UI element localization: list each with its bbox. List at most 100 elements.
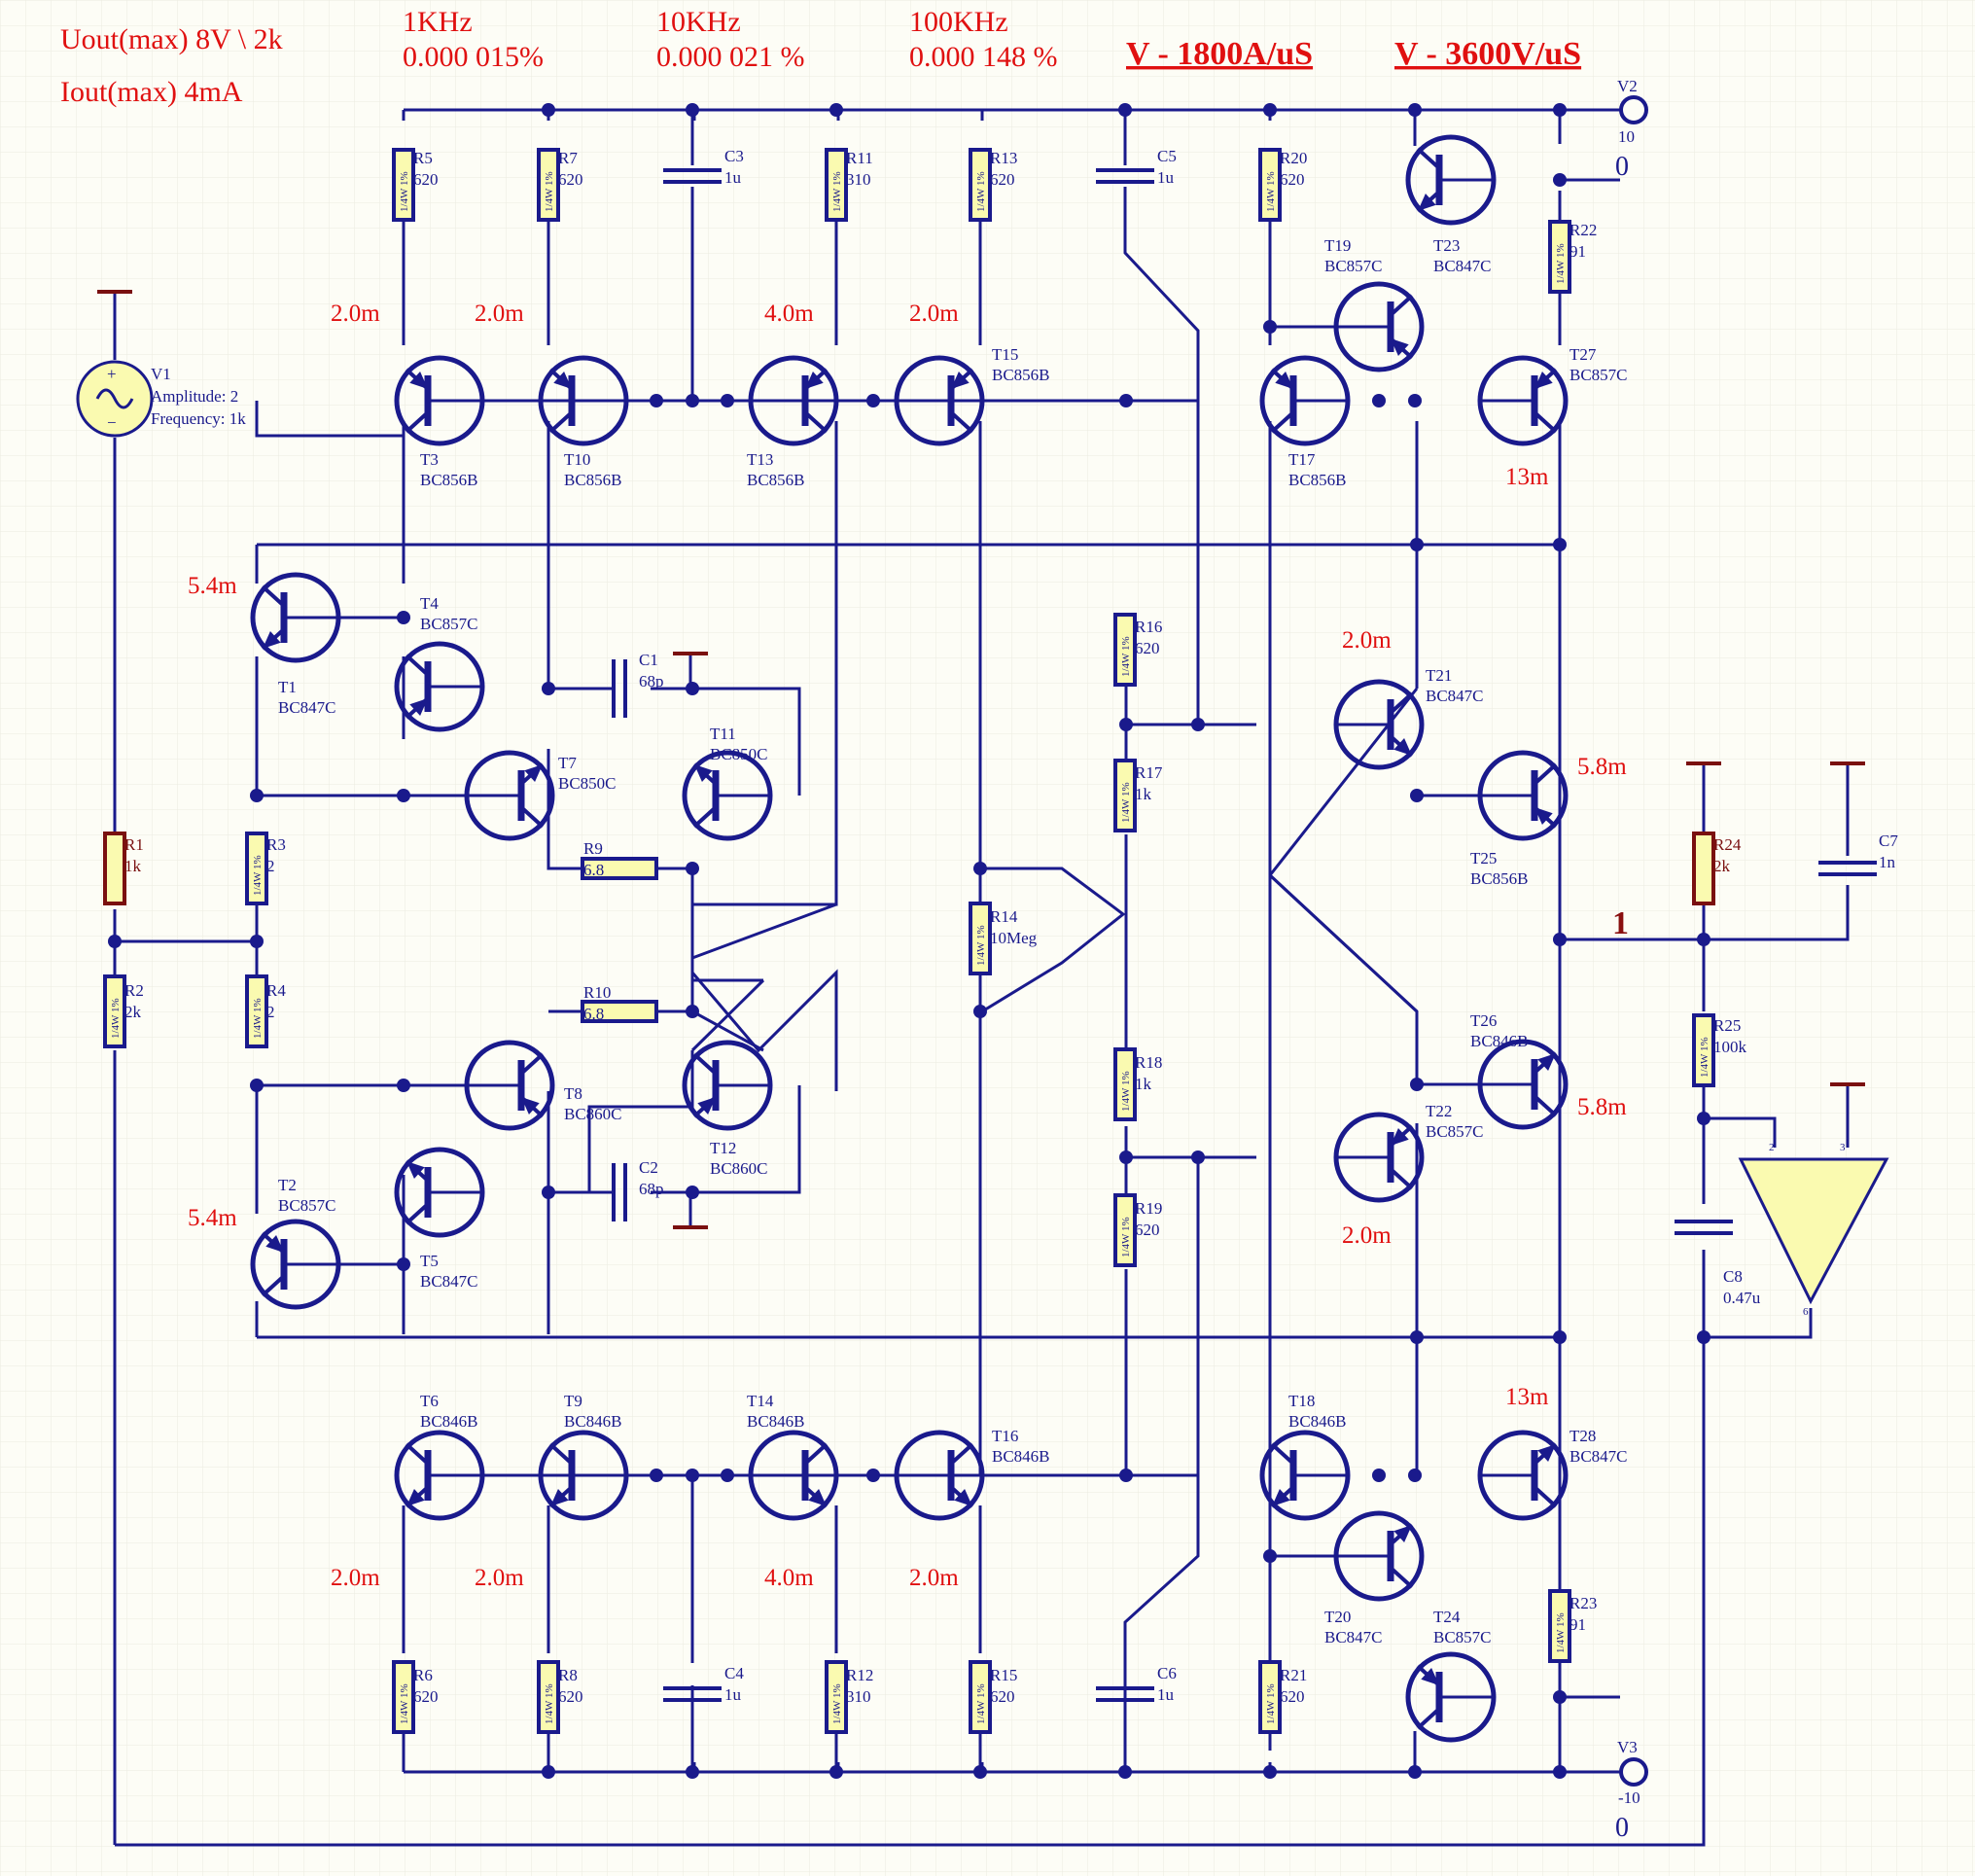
rail-v2: V2 10 0 — [1615, 77, 1638, 182]
resistor-value: 1k — [124, 857, 142, 875]
resistor-value: 2 — [266, 857, 275, 875]
wire — [981, 867, 1126, 1013]
spec-block: Uout(max) 8V \ 2k Iout(max) 4mA — [60, 23, 283, 108]
resistor-id: R24 — [1713, 835, 1742, 854]
resistor-value: 620 — [558, 1687, 583, 1706]
wire — [1560, 885, 1850, 941]
resistor-r4: 1/4W 1%R42 — [245, 974, 286, 1048]
transistor-id: T16 — [992, 1427, 1018, 1445]
transistor-type: BC847C — [1324, 1628, 1383, 1646]
transistor-id: T4 — [420, 594, 439, 613]
resistor-value: 2k — [124, 1003, 142, 1021]
source-amplitude: Amplitude: 2 — [151, 387, 238, 406]
current-t25: 5.8m — [1577, 754, 1627, 780]
junction-dot — [1408, 103, 1422, 117]
transistor-type: BC846B — [1470, 1032, 1529, 1050]
wire — [1123, 1155, 1200, 1682]
junction-dot — [1119, 394, 1133, 407]
resistor-value: 6.8 — [583, 861, 604, 879]
transistor-type: BC847C — [1426, 687, 1484, 705]
transistor-type: BC847C — [278, 698, 336, 717]
transistor-id: T17 — [1288, 450, 1316, 469]
transistor-type: BC857C — [278, 1196, 336, 1215]
junction-dot — [686, 1765, 699, 1779]
resistor-power-tag: 1/4W 1% — [399, 171, 410, 212]
resistor-power-tag: 1/4W 1% — [1120, 782, 1132, 823]
junction-dot — [1697, 1330, 1710, 1344]
transistor-id: T15 — [992, 345, 1018, 364]
rail-v3-value: -10 — [1618, 1788, 1640, 1807]
junction-dot — [397, 611, 410, 624]
transistor-id: T18 — [1288, 1392, 1315, 1410]
opamp-pin-3: 3 — [1840, 1142, 1846, 1153]
resistor-id: R18 — [1135, 1053, 1162, 1072]
junction-dot — [686, 103, 699, 117]
junction-dot — [829, 103, 843, 117]
junction-dot — [1553, 1765, 1567, 1779]
resistor-power-tag: 1/4W 1% — [1120, 636, 1132, 677]
transistor-type: BC846B — [1288, 1412, 1347, 1431]
resistor-value: 2k — [1713, 857, 1731, 875]
resistor-power-tag: 1/4W 1% — [544, 171, 555, 212]
transistor-id: T22 — [1426, 1102, 1452, 1120]
junction-dot — [686, 862, 699, 875]
transistor-id: T20 — [1324, 1608, 1351, 1626]
capacitor-id: C8 — [1723, 1267, 1743, 1286]
capacitor-id: C1 — [639, 651, 658, 669]
resistor-id: R1 — [124, 835, 144, 854]
capacitor-value: 68p — [639, 1180, 664, 1198]
transistor-type: BC856B — [747, 471, 805, 489]
thd-1khz: 0.000 015% — [403, 41, 544, 73]
capacitor-id: C4 — [724, 1664, 744, 1682]
junction-dot — [686, 682, 699, 695]
junction-dot — [686, 1005, 699, 1018]
transistor-id: T19 — [1324, 236, 1351, 255]
resistor-r9: R96.8 — [581, 839, 658, 880]
freq-10khz: 10KHz — [656, 6, 741, 38]
thd-100khz: 0.000 148 % — [909, 41, 1058, 73]
junction-dot — [1263, 1549, 1277, 1563]
spec-iout: Iout(max) 4mA — [60, 76, 243, 108]
output-node-label: 1 — [1612, 905, 1629, 941]
wire — [255, 401, 404, 438]
junction-dot — [397, 789, 410, 802]
transistor-type: BC847C — [1569, 1447, 1628, 1466]
resistor-id: R2 — [124, 981, 144, 1000]
capacitor-id: C7 — [1879, 832, 1898, 850]
resistor-id: R20 — [1280, 149, 1307, 167]
current-t13: 4.0m — [764, 301, 814, 327]
transistor-type: BC856B — [1470, 869, 1529, 888]
resistor-value: 6.8 — [583, 1005, 604, 1023]
resistor-power-tag: 1/4W 1% — [831, 171, 843, 212]
transistor-id: T5 — [420, 1252, 439, 1270]
capacitor-value: 1u — [724, 168, 742, 187]
spec-uout: Uout(max) 8V \ 2k — [60, 23, 283, 55]
resistor-id: R7 — [558, 149, 578, 167]
current-t14: 4.0m — [764, 1565, 814, 1591]
resistor-value: 620 — [558, 170, 583, 189]
current-t2: 5.4m — [188, 1205, 237, 1231]
wire — [690, 868, 837, 961]
resistor-id: R19 — [1135, 1199, 1162, 1218]
capacitor-id: C5 — [1157, 147, 1177, 165]
junction-dot — [542, 1186, 555, 1199]
resistor-power-tag: 1/4W 1% — [252, 855, 264, 896]
transistor-type: BC850C — [710, 745, 768, 763]
opamp-pin-6: 6 — [1803, 1306, 1809, 1318]
